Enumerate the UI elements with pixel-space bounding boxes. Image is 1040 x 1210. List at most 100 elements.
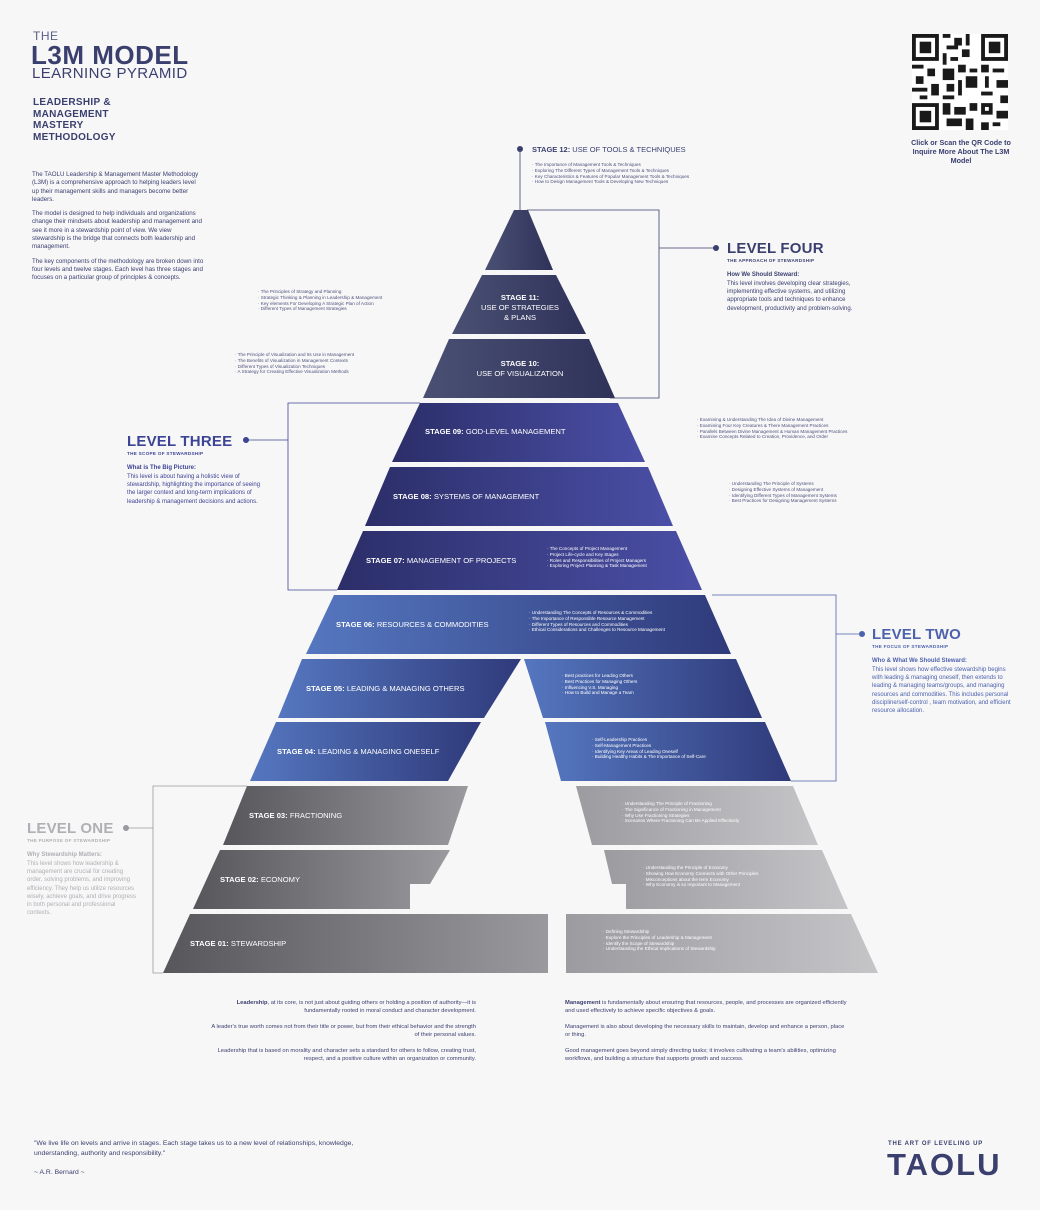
list-item: · Identifying Key Areas of Leading Onese… (592, 748, 678, 754)
level-one-subtitle: THE PURPOSE OF STEWARDSHIP (27, 838, 111, 843)
stage-08-number: STAGE 08: (393, 492, 432, 501)
list-item: · The Principles of Strategy and Plannin… (258, 289, 342, 294)
stage-08-name: SYSTEMS OF MANAGEMENT (433, 492, 540, 501)
level-three-description: This level is about having a holistic vi… (127, 474, 261, 505)
list-item: · Self-Management Practices (592, 742, 652, 748)
list-item: · Identify the Scope of Stewardship (603, 940, 675, 946)
stage-08-block (365, 467, 673, 526)
list-item: · Different Types of Resources and Commo… (529, 621, 628, 627)
level-four-block: LEVEL FOUR THE APPROACH OF STEWARDSHIP H… (727, 240, 867, 313)
stage-02-label: STAGE 02: ECONOMY (220, 875, 300, 884)
stage-10-block (423, 339, 615, 398)
stage-07-bullets: · The Concepts of Project Management · P… (547, 546, 647, 569)
qr-code-icon[interactable] (912, 34, 1008, 130)
management-bold: Management (565, 1000, 601, 1006)
stage-03-number: STAGE 03: (249, 811, 288, 820)
quote-author: ~ A.R. Bernard ~ (34, 1169, 85, 1176)
list-item: · Best practices for Leading Others (562, 673, 633, 678)
stage-10-number: STAGE 10: (500, 359, 540, 368)
stage-03-right-block (576, 786, 818, 845)
level-three-title: LEVEL THREE (127, 433, 233, 450)
stage-04-name: LEADING & MANAGING ONESELF (317, 747, 440, 756)
list-item: · Best Practices for Designing Managemen… (729, 498, 837, 504)
stage-03-label: STAGE 03: FRACTIONING (249, 811, 342, 820)
list-item: · Strategic Thinking & Planning in Leade… (258, 294, 383, 300)
list-item: · Scenarios Where Fractioning Can Be App… (622, 818, 740, 824)
stage-10-label: STAGE 10: USE OF VISUALIZATION (460, 359, 580, 379)
leadership-paragraph-1: Leadership, at its core, is not just abo… (236, 1000, 476, 1014)
level-two-heading: Who & What We Should Steward: (872, 658, 967, 664)
list-item: · Explore the Principles of Leadership &… (603, 934, 712, 940)
list-item: · Identifying Different Types of Managem… (729, 492, 837, 498)
level-four-title: LEVEL FOUR (727, 240, 824, 257)
level-two-title: LEVEL TWO (872, 626, 962, 643)
brand-logo: TAOLU (887, 1147, 1002, 1182)
list-item: · Parallels Between Divine Management & … (697, 428, 848, 434)
stage-06-label: STAGE 06: RESOURCES & COMMODITIES (336, 620, 489, 629)
management-section: Management is fundamentally about ensuri… (565, 999, 847, 1071)
management-paragraph-1: Management is fundamentally about ensuri… (565, 1000, 847, 1014)
leadership-paragraph-3: Leadership that is based on morality and… (217, 1048, 476, 1062)
stage-07-label: STAGE 07: MANAGEMENT OF PROJECTS (366, 556, 516, 565)
list-item: · Why Use Fractioning Strategies (622, 812, 690, 818)
stage-11-bullets: · The Principles of Strategy and Plannin… (258, 289, 382, 312)
stage-01-right-block (566, 914, 878, 973)
level-two-description: This level shows how effective stewardsh… (872, 667, 1011, 715)
stage-11-block (452, 275, 586, 334)
level-four-description: This level involves developing clear str… (727, 281, 853, 312)
leadership-section: Leadership, at its core, is not just abo… (208, 999, 476, 1071)
leadership-bold: Leadership (236, 1000, 268, 1006)
stage-06-name: RESOURCES & COMMODITIES (376, 620, 489, 629)
stage-05-label: STAGE 05: LEADING & MANAGING OTHERS (306, 684, 465, 693)
stage-04-left-block (250, 722, 481, 781)
list-item: · Roles and Responsibilities of Project … (547, 557, 647, 563)
management-paragraph-3: Good management goes beyond simply direc… (565, 1048, 836, 1062)
level-one-block: LEVEL ONE THE PURPOSE OF STEWARDSHIP Why… (27, 820, 137, 917)
stage-09-bullets: · Examining & Understanding The Idea of … (697, 417, 847, 440)
stage-06-block (306, 595, 731, 654)
list-item: · Exploring The Different Types of Manag… (532, 167, 669, 173)
list-item: · Understanding the Principle of Economy (643, 865, 728, 870)
level-two-block: LEVEL TWO THE FOCUS OF STEWARDSHIP Who &… (872, 626, 1012, 715)
level-one-title: LEVEL ONE (27, 820, 114, 837)
list-item: · Defining Stewardship (603, 929, 650, 934)
list-item: · Project Life-cycle and Key Stages (547, 551, 619, 557)
stage-11-number: STAGE 11: (500, 293, 540, 302)
stage-07-name: MANAGEMENT OF PROJECTS (406, 556, 517, 565)
stage-01-left-block (163, 914, 548, 973)
list-item: · The Principle of Visualization and Its… (235, 352, 355, 357)
list-item: · Key elements For Developing A Strategi… (258, 300, 374, 306)
stage-10-bullets: · The Principle of Visualization and Its… (235, 352, 354, 375)
stage-09-block (392, 403, 645, 462)
stage-02-right-block (604, 850, 848, 909)
level-one-heading: Why Stewardship Matters: (27, 852, 103, 858)
list-item: · The Importance of Management Tools & T… (532, 162, 641, 167)
stage-05-bullets: · Best practices for Leading Others · Be… (562, 673, 637, 696)
stage-02-bullets: · Understanding the Principle of Economy… (643, 865, 758, 888)
stage-09-name: GOD-LEVEL MANAGEMENT (465, 427, 566, 436)
stage-12-bullets: · The Importance of Management Tools & T… (532, 162, 689, 185)
list-item: · Understanding the Ethical Implications… (603, 946, 716, 952)
level-four-subtitle: THE APPROACH OF STEWARDSHIP (727, 258, 815, 263)
stage-01-bullets: · Defining Stewardship · Explore the Pri… (603, 929, 716, 952)
stage-04-bullets: · Self-Leadership Practices · Self-Manag… (592, 737, 706, 760)
qr-caption: Click or Scan the QR Code to Inquire Mor… (911, 138, 1011, 165)
intro-text: The TAOLU Leadership & Management Master… (32, 171, 204, 289)
stage-11-label: STAGE 11: USE OF STRATEGIES & PLANS (470, 293, 570, 323)
title-prefix: THE (33, 29, 59, 43)
stage-01-name: STEWARDSHIP (230, 939, 287, 948)
level-four-heading: How We Should Steward: (727, 272, 800, 278)
stage-08-bullets: · Understanding The Principle of Systems… (729, 481, 837, 504)
list-item: · Different Types of Visualization Techn… (235, 363, 326, 369)
quote: "We live life on levels and arrive in st… (34, 1139, 354, 1178)
list-item: · Understanding The Principle of Systems (729, 481, 814, 486)
quote-text: "We live life on levels and arrive in st… (34, 1140, 354, 1157)
stage-04-number: STAGE 04: (277, 747, 316, 756)
list-item: · Examining Four Key Creatures & There M… (697, 422, 829, 428)
list-item: · Self-Leadership Practices (592, 737, 648, 742)
stage-02-number: STAGE 02: (220, 875, 259, 884)
list-item: · The Importance of Responsible Resource… (529, 615, 645, 621)
list-item: · A Strategy for Creating Effective Visu… (235, 369, 349, 375)
page-title: L3M MODEL (31, 40, 189, 70)
